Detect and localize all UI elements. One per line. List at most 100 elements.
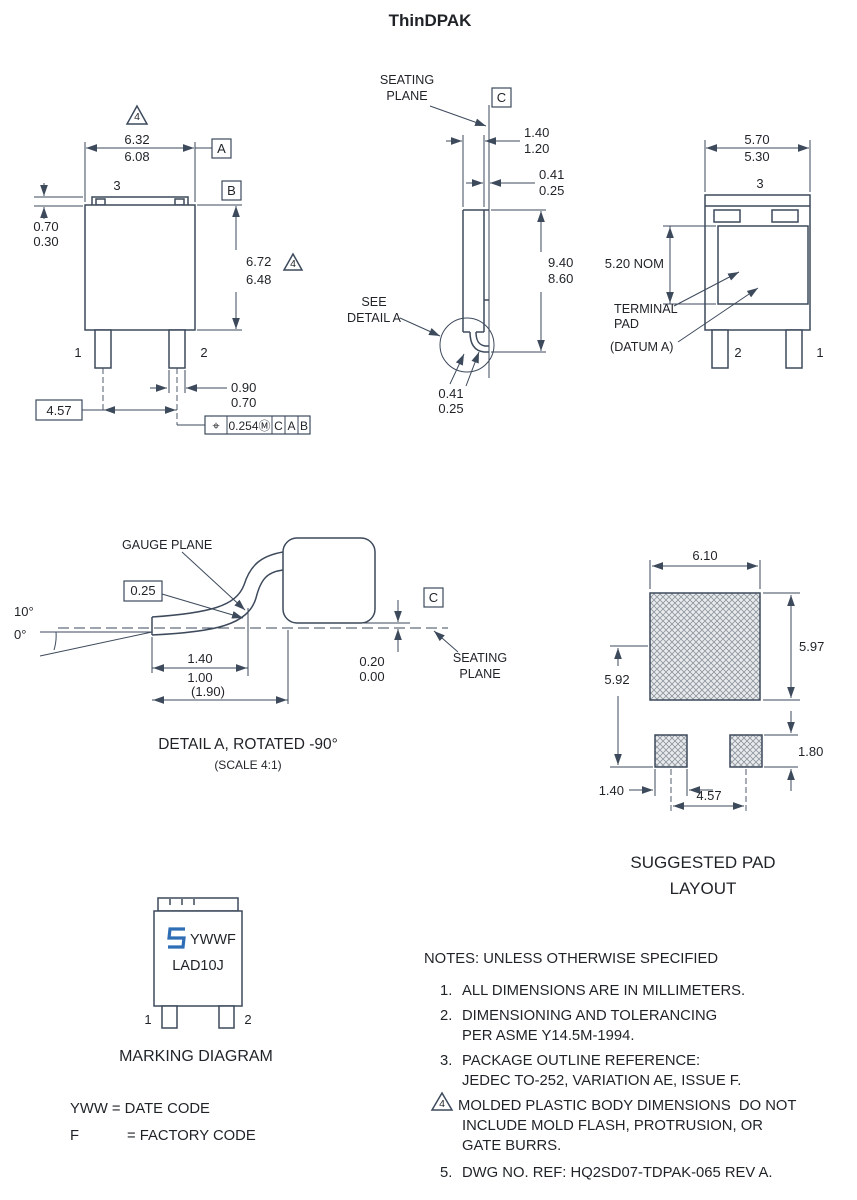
marking-legend-1: YWW = DATE CODE (70, 1101, 210, 1117)
side-tabthk-min: 0.25 (539, 183, 564, 198)
gauge-offset-box (123, 580, 163, 602)
fcf-datum-b: B (300, 419, 308, 433)
detail-foot-min: 1.00 (187, 670, 212, 685)
front-leadw-max: 0.90 (231, 380, 256, 395)
detail-standoff-max: 0.20 (359, 654, 384, 669)
front-pin2-label: 2 (200, 345, 207, 360)
terminal-pad-label-1: TERMINAL (614, 302, 678, 316)
front-width-max: 6.32 (124, 132, 149, 147)
detail-a-view: GAUGE PLANE 0.25 10° 0° C 1.40 1.00 0.20… (14, 537, 507, 772)
back-pad-height: 5.20 NOM (605, 256, 664, 271)
detail-standoff-min: 0.00 (359, 669, 384, 684)
back-pin1-label: 1 (816, 345, 823, 360)
fcf-position-symbol: ⌖ (212, 418, 220, 433)
front-view: 4 6.32 6.08 A B 3 0.70 0.30 6.72 6.48 4 … (33, 104, 311, 435)
marking-caption: MARKING DIAGRAM (119, 1048, 273, 1065)
back-pin2-lead (711, 329, 729, 369)
marking-legend-2-key: F (70, 1128, 79, 1144)
note-5-number: 5. (440, 1165, 452, 1181)
pad-span: 5.92 (604, 672, 629, 687)
datum-c-box (491, 87, 512, 108)
detail-caption: DETAIL A, ROTATED -90° (158, 736, 338, 753)
front-height-flag: 4 (290, 258, 296, 270)
page-title: ThinDPAK (389, 11, 473, 30)
side-thk-min: 1.20 (524, 141, 549, 156)
back-linework (704, 194, 811, 369)
pad-layout-view: 6.10 5.97 5.92 1.80 1.40 4.57 SUGGESTED … (599, 548, 825, 898)
terminal-pad-label-2: PAD (614, 317, 639, 331)
detail-lead-top-edge (151, 551, 284, 618)
pad-dimensions (610, 560, 800, 813)
back-package-body (704, 194, 811, 331)
pad-layout-caption-2: LAYOUT (670, 879, 737, 898)
back-width-max: 5.70 (744, 132, 769, 147)
detail-body (282, 537, 376, 624)
front-height-max: 6.72 (246, 254, 271, 269)
notes-section: NOTES: UNLESS OTHERWISE SPECIFIED 1. ALL… (424, 951, 796, 1181)
detail-seating-label-2: PLANE (459, 667, 500, 681)
front-flag4-label: 4 (134, 111, 140, 123)
back-mark-right (771, 209, 799, 223)
pad-height: 5.97 (799, 639, 824, 654)
marking-legend-2-value: = FACTORY CODE (127, 1128, 256, 1144)
front-pin1-label: 1 (74, 345, 81, 360)
marking-body (153, 910, 243, 1007)
detail-angle-max: 10° (14, 604, 34, 619)
lead-pad-height: 1.80 (798, 744, 823, 759)
front-leadw-min: 0.70 (231, 395, 256, 410)
datum-b-box (221, 180, 242, 201)
pad-width: 6.10 (692, 548, 717, 563)
note-2-text-a: DIMENSIONING AND TOLERANCING (462, 1008, 717, 1024)
datum-a-box (211, 138, 232, 159)
side-dimensions (399, 87, 546, 387)
marking-pin1-lead (161, 1005, 178, 1029)
datum-b-label: B (227, 183, 236, 198)
pad-layout-caption-1: SUGGESTED PAD (630, 853, 775, 872)
front-pin2-lead (168, 329, 186, 369)
note-4-flag-triangle (430, 1091, 454, 1111)
front-body-linework (84, 196, 196, 369)
detail-linework (58, 537, 448, 636)
note-5-text: DWG NO. REF: HQ2SD07-TDPAK-065 REV A. (462, 1165, 773, 1181)
side-height-max: 9.40 (548, 255, 573, 270)
detail-seating-label-1: SEATING (453, 651, 507, 665)
see-detail-label-1: SEE (361, 295, 386, 309)
front-package-body (84, 204, 196, 331)
back-mark-left (713, 209, 741, 223)
back-width-min: 5.30 (744, 149, 769, 164)
fcf-tolerance: 0.254Ⓜ (228, 419, 270, 433)
lead-pad-width: 1.40 (599, 783, 624, 798)
marking-date-code: YWWF (190, 932, 236, 948)
datum-c-label: C (497, 90, 506, 105)
side-leadthk-min: 0.25 (438, 401, 463, 416)
feature-control-frame (204, 415, 311, 435)
back-pin2-label: 2 (734, 345, 741, 360)
note-1-text: ALL DIMENSIONS ARE IN MILLIMETERS. (462, 983, 745, 999)
back-view: 5.70 5.30 3 5.20 NOM TERMINAL PAD (DATUM… (605, 132, 824, 369)
marking-pin2-lead (218, 1005, 235, 1029)
back-pin1-lead (785, 329, 803, 369)
seating-plane-label-2: PLANE (386, 89, 427, 103)
lead-pad-right (729, 734, 763, 768)
side-height-min: 8.60 (548, 271, 573, 286)
front-width-min: 6.08 (124, 149, 149, 164)
note-4-text-a: MOLDED PLASTIC BODY DIMENSIONS DO NOT (458, 1098, 796, 1114)
brand-logo-icon (167, 927, 186, 949)
detail-datum-c-label: C (429, 590, 438, 605)
back-terminal-pad (717, 225, 809, 305)
front-dimensions (34, 104, 311, 435)
side-view: SEATING PLANE C 1.40 1.20 0.41 0.25 9.40… (347, 73, 573, 416)
flag-triangle-4 (125, 104, 149, 125)
back-pin3-label: 3 (756, 176, 763, 191)
note-4-flag-number: 4 (439, 1098, 445, 1110)
side-thk-max: 1.40 (524, 125, 549, 140)
lead-pad-left (654, 734, 688, 768)
marking-diagram: YWWF LAD10J 1 2 MARKING DIAGRAM YWW = DA… (70, 897, 273, 1144)
main-pad (649, 592, 761, 701)
detail-a-balloon (439, 317, 495, 373)
flag-triangle-4-height (282, 252, 304, 271)
side-tabthk-max: 0.41 (539, 167, 564, 182)
note-3-text-b: JEDEC TO-252, VARIATION AE, ISSUE F. (462, 1073, 741, 1089)
